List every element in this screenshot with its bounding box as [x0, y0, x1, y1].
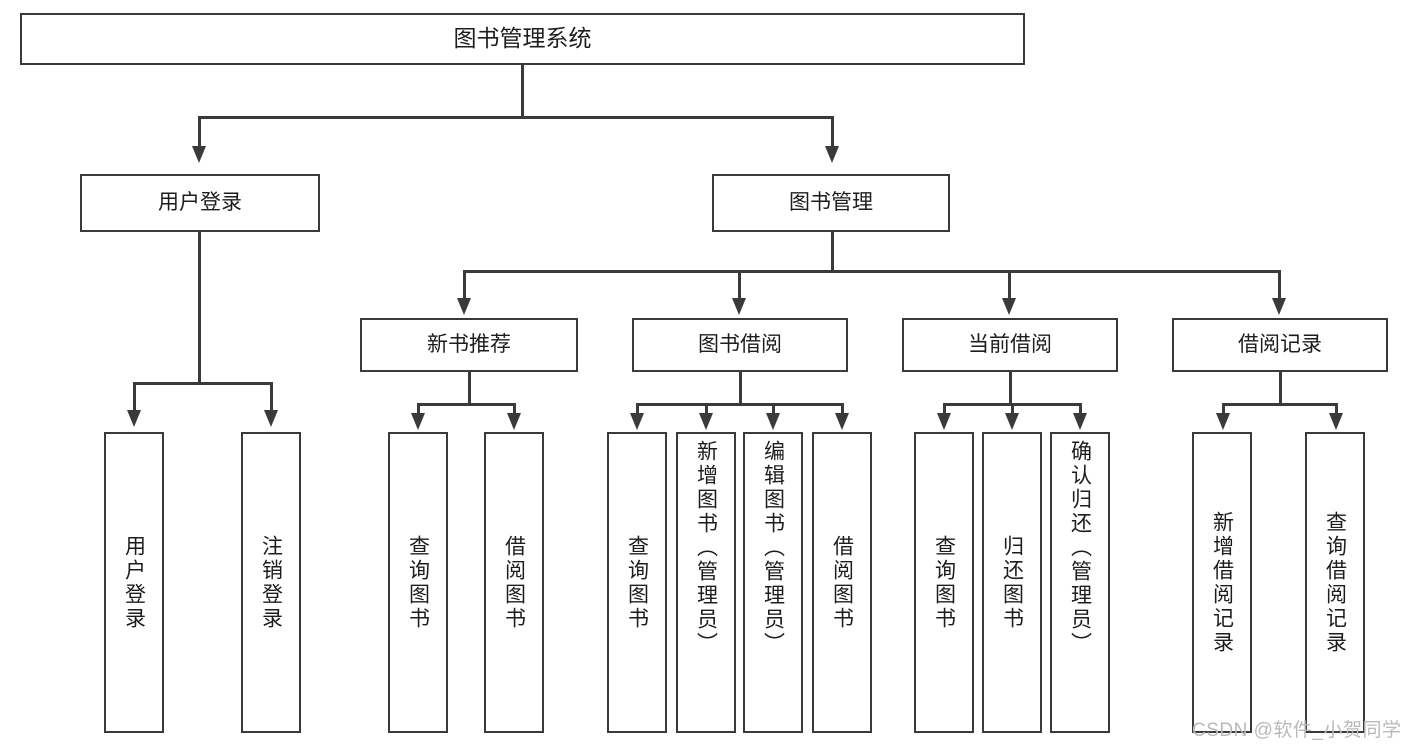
connector-user-login-stem: [198, 232, 201, 384]
connector-br-to-leaf-1: [1222, 403, 1225, 417]
leaf-label: 查询图书: [406, 534, 430, 631]
connector-cb-to-leaf-3: [1079, 403, 1082, 417]
arrow-to-leaf-borrow-book-a: [507, 413, 521, 430]
node-label: 新书推荐: [427, 333, 511, 357]
leaf-label: 注销登录: [259, 534, 283, 631]
leaf-label: 查询借阅记录: [1323, 510, 1347, 655]
arrow-to-leaf-query-record: [1329, 413, 1343, 430]
leaf-label: 新增图书（管理员）: [694, 440, 718, 656]
leaf-label: 新增借阅记录: [1210, 510, 1234, 655]
connector-book-management-bar: [463, 270, 1280, 273]
connector-root-to-book-management: [831, 116, 834, 148]
leaf-add-book-admin[interactable]: 新增图书（管理员）: [676, 432, 736, 733]
connector-bb-stem: [739, 372, 742, 405]
connector-nbr-to-leaf-1: [417, 403, 420, 417]
node-root-library-management-system[interactable]: 图书管理系统: [20, 13, 1025, 65]
connector-nbr-stem: [468, 372, 471, 405]
node-label: 图书借阅: [698, 333, 782, 357]
connector-nbr-to-leaf-2: [513, 403, 516, 417]
leaf-label: 编辑图书（管理员）: [761, 440, 785, 656]
node-new-book-recommend[interactable]: 新书推荐: [360, 318, 578, 372]
connector-bm-to-book-borrow: [738, 270, 741, 300]
arrow-to-new-book-recommend: [457, 298, 471, 315]
connector-nbr-bar: [417, 403, 516, 406]
connector-root-bar: [198, 116, 834, 119]
arrow-to-current-borrow: [1002, 298, 1016, 315]
leaf-label: 用户登录: [122, 534, 146, 631]
leaf-confirm-return-admin[interactable]: 确认归还（管理员）: [1050, 432, 1110, 733]
node-user-login[interactable]: 用户登录: [80, 174, 320, 232]
leaf-label: 归还图书: [1000, 534, 1024, 631]
leaf-label: 确认归还（管理员）: [1068, 440, 1092, 656]
arrow-to-user-login: [192, 146, 206, 163]
node-borrow-record[interactable]: 借阅记录: [1172, 318, 1388, 372]
connector-cb-stem: [1009, 372, 1012, 405]
connector-user-login-to-leaf-2: [270, 382, 273, 412]
arrow-to-leaf-add-book: [699, 413, 713, 430]
connector-cb-to-leaf-2: [1011, 403, 1014, 417]
node-label: 借阅记录: [1238, 333, 1322, 357]
arrow-to-leaf-logout: [264, 410, 278, 427]
connector-br-to-leaf-2: [1335, 403, 1338, 417]
node-label: 用户登录: [158, 191, 242, 215]
connector-cb-to-leaf-1: [943, 403, 946, 417]
node-label: 图书管理: [789, 191, 873, 215]
connector-bb-to-leaf-4: [841, 403, 844, 417]
arrow-to-leaf-borrow-book-b: [835, 413, 849, 430]
connector-bm-to-borrow-record: [1278, 270, 1281, 300]
leaf-label: 查询图书: [625, 534, 649, 631]
connector-br-bar: [1222, 403, 1337, 406]
leaf-query-book-current[interactable]: 查询图书: [914, 432, 974, 733]
arrow-to-book-management: [825, 146, 839, 163]
connector-book-management-stem: [831, 232, 834, 272]
node-current-borrow[interactable]: 当前借阅: [902, 318, 1118, 372]
connector-bm-to-current-borrow: [1008, 270, 1011, 300]
leaf-user-login[interactable]: 用户登录: [104, 432, 164, 733]
arrow-to-book-borrow: [732, 298, 746, 315]
node-label: 当前借阅: [968, 333, 1052, 357]
leaf-return-book[interactable]: 归还图书: [982, 432, 1042, 733]
arrow-to-leaf-return-book: [1005, 413, 1019, 430]
arrow-to-leaf-query-book-b: [630, 413, 644, 430]
leaf-label: 借阅图书: [502, 534, 526, 631]
arrow-to-leaf-confirm-return: [1073, 413, 1087, 430]
connector-bb-to-leaf-1: [636, 403, 639, 417]
leaf-borrow-book-recommend[interactable]: 借阅图书: [484, 432, 544, 733]
leaf-label: 借阅图书: [830, 534, 854, 631]
node-book-management[interactable]: 图书管理: [712, 174, 950, 232]
connector-root-to-user-login: [198, 116, 201, 148]
leaf-label: 查询图书: [932, 534, 956, 631]
connector-root-stem: [521, 65, 524, 118]
connector-bb-bar: [636, 403, 843, 406]
connector-user-login-bar: [133, 382, 272, 385]
arrow-to-leaf-query-book-c: [937, 413, 951, 430]
connector-bm-to-new-book: [463, 270, 466, 300]
leaf-query-borrow-record[interactable]: 查询借阅记录: [1305, 432, 1365, 733]
leaf-logout[interactable]: 注销登录: [241, 432, 301, 733]
connector-bb-to-leaf-3: [772, 403, 775, 417]
leaf-borrow-book-borrow[interactable]: 借阅图书: [812, 432, 872, 733]
connector-bb-to-leaf-2: [705, 403, 708, 417]
connector-user-login-to-leaf-1: [133, 382, 136, 412]
node-label: 图书管理系统: [453, 25, 592, 52]
arrow-to-leaf-edit-book: [766, 413, 780, 430]
leaf-query-book-borrow[interactable]: 查询图书: [607, 432, 667, 733]
arrow-to-leaf-add-record: [1216, 413, 1230, 430]
arrow-to-leaf-user-login: [127, 410, 141, 427]
node-book-borrow[interactable]: 图书借阅: [632, 318, 848, 372]
leaf-edit-book-admin[interactable]: 编辑图书（管理员）: [743, 432, 803, 733]
arrow-to-borrow-record: [1272, 298, 1286, 315]
connector-br-stem: [1279, 372, 1282, 405]
arrow-to-leaf-query-book-a: [411, 413, 425, 430]
leaf-add-borrow-record[interactable]: 新增借阅记录: [1192, 432, 1252, 733]
leaf-query-book-recommend[interactable]: 查询图书: [388, 432, 448, 733]
